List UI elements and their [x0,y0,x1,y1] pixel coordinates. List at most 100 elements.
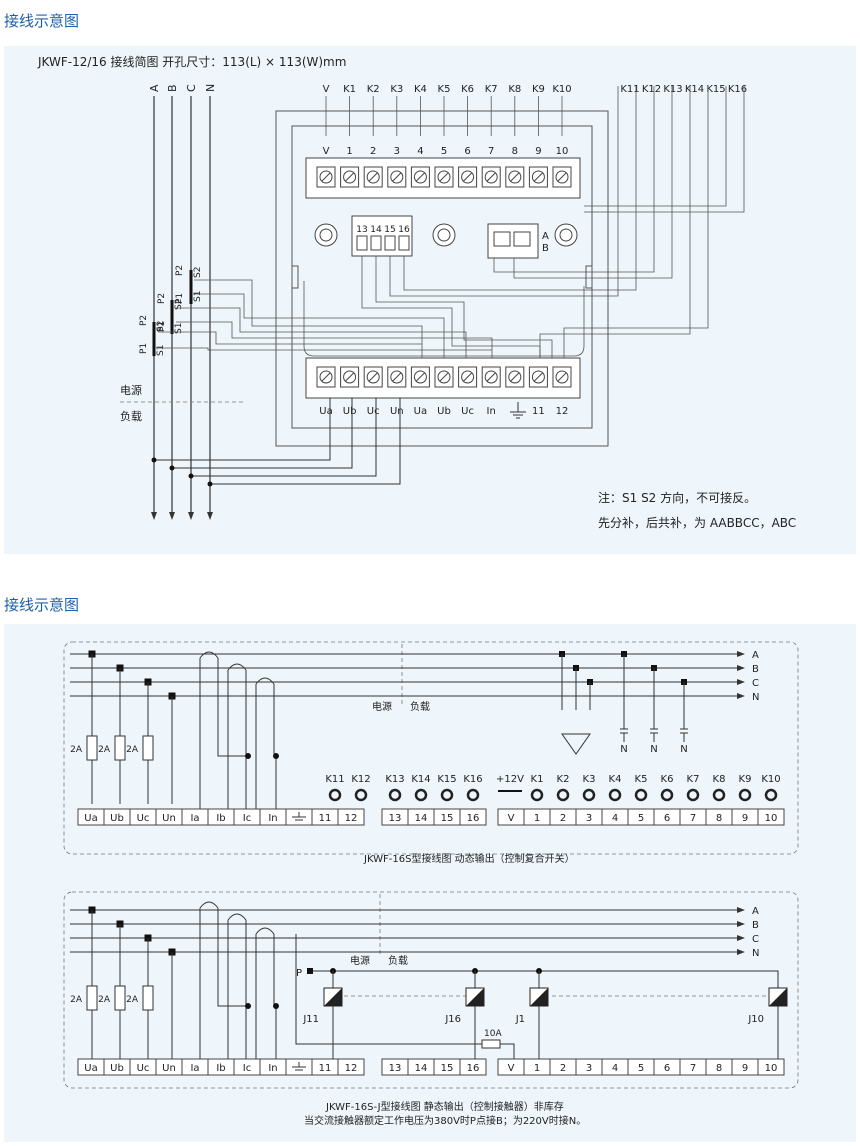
terminal-cell [757,808,785,826]
right-label: K13 [663,84,682,95]
output-terminal [738,788,752,802]
terminal-label: 1 [534,813,540,824]
connector-pin-label: 16 [398,225,410,235]
fuse [114,735,126,761]
terminal-label: 14 [415,813,428,824]
terminal-label: 3 [586,813,592,824]
ct-b-s2: S2 [174,299,184,310]
phase-label-b: B [752,664,759,675]
phase-arrow [151,512,157,520]
phase-arrow [737,665,745,671]
output-terminal [608,788,622,802]
top-terminal-label: V [323,146,330,157]
screw-head [319,170,333,184]
top-terminal-label: 5 [441,146,447,157]
terminal-label: 1 [534,1063,540,1074]
terminal-label: Ic [243,1063,251,1074]
relay-label: J10 [747,1014,764,1025]
diagram2-caption: JKWF-16S型接线图 动态输出（控制复合开关） [363,852,575,865]
section-title-2: 接线示意图 [4,596,80,614]
screw-slot [510,172,520,182]
terminal-label: 11 [319,813,332,824]
output-label: K9 [739,774,752,785]
screw-head [366,370,380,384]
terminal-cell [459,1058,487,1076]
top-terminal-label: 7 [488,146,494,157]
screw-slot [534,172,543,182]
output-label: K10 [761,774,780,785]
terminal-label: 16 [467,1063,480,1074]
screw-slot [510,372,520,382]
screw-slot [321,372,331,382]
terminal-label: 10 [765,1063,778,1074]
diagram3-load-label: 负载 [388,954,408,967]
phase-arrow [207,512,213,520]
terminal-label: Uc [137,1063,150,1074]
terminal-label: 11 [319,1063,332,1074]
top-label: K1 [343,84,356,95]
phase-label-a: A [148,84,161,92]
ct-a-p1: P1 [139,343,149,354]
terminal-label: Uc [137,813,150,824]
mounting-knobs [314,223,578,247]
bottom-terminal-label: 12 [556,406,569,417]
terminal-label: Ia [190,1063,199,1074]
terminal-label: 7 [690,813,696,824]
top-label: K9 [532,84,545,95]
relay-label: J11 [302,1014,319,1025]
output-label: K11 [325,774,344,785]
output-terminal [354,788,368,802]
right-label: K11 [620,84,639,95]
capacitor-n-label: N [680,744,687,755]
terminal-label: V [508,813,515,824]
ct-a-s1: S1 [156,345,166,356]
output-terminal [712,788,726,802]
phase-arrow [737,651,745,657]
diagram3-frame [63,891,799,1089]
terminal-label: 16 [467,813,480,824]
fuse-label: 2A [70,745,83,755]
diagram3-caption-1: JKWF-16S-J型接线图 静态输出（控制接触器）非库存 [325,1100,564,1113]
output-terminal [764,788,778,802]
output-terminal [530,788,544,802]
diagram3-caption-2: 当交流接触器额定工作电压为380V时P点接B；为220V时接N。 [304,1114,586,1127]
right-label: K12 [642,84,661,95]
screw-slot [416,372,425,382]
bottom-terminal-label: Ua [319,406,332,417]
terminal-label: Ub [110,813,124,824]
output-terminal [582,788,596,802]
connector-pin-label: 14 [370,225,382,235]
diagram1-caption: JKWF-12/16 接线简图 开孔尺寸：113(L) × 113(W)mm [37,54,346,69]
screw-head [484,170,498,184]
phase-label-a: A [752,650,759,661]
connector-pin-label: 13 [356,225,367,235]
meter-outline [275,110,609,447]
terminal-cell [337,1058,365,1076]
screw-slot [368,172,378,182]
terminal-label: Ib [216,1063,225,1074]
connector-pin [384,235,396,251]
note-compensation: 先分补，后共补，为 AABBCC，ABC [598,516,796,530]
screw-head [390,370,404,384]
terminal-label: 9 [742,1063,748,1074]
top-terminal-label: 9 [535,146,541,157]
capacitor-n-label: N [620,744,627,755]
screw-head [555,370,569,384]
clip-left [291,265,299,289]
terminal-label: Ub [110,1063,124,1074]
terminal-label: 14 [415,1063,428,1074]
screw-slot [486,372,496,382]
current-transformers: P2 P1 S2 S1 P2 P1 S2 S1 P2 P1 S2 S1 [139,265,493,358]
phase-label-c: C [185,84,198,92]
top-label: K10 [552,84,571,95]
output-terminal [660,788,674,802]
bottom-terminal-label: 11 [532,406,545,417]
load-label: 负载 [120,409,142,423]
right-label: K14 [685,84,704,95]
relay-fill [769,988,787,1006]
